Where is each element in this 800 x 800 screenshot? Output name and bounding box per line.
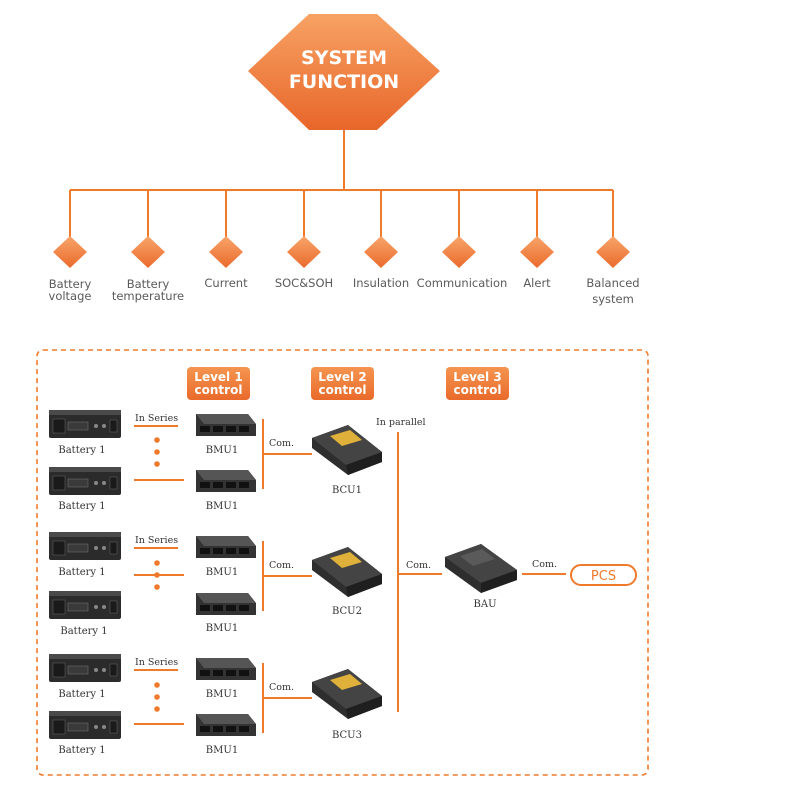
level-1-badge: Level 1 control (187, 367, 250, 400)
continuation-dot (154, 584, 160, 590)
level-3-badge: Level 3 control (446, 367, 509, 400)
function-label-line-2: voltage (49, 289, 92, 303)
level-label-line-2: control (195, 383, 243, 397)
function-node-communication: Communication (417, 236, 508, 290)
bmu-label: BMU1 (206, 689, 238, 700)
bmu-label: BMU1 (206, 501, 238, 512)
continuation-dot (154, 694, 160, 700)
function-label: Battery (49, 277, 92, 291)
bau-label: BAU (474, 599, 497, 610)
bcu-module-icon (312, 669, 382, 719)
bcu-label: BCU2 (332, 606, 362, 617)
battery-module-icon (49, 410, 121, 438)
bcu-module-icon (312, 547, 382, 597)
function-node-soc-soh: SOC&SOH (275, 236, 333, 290)
battery-module-icon (49, 591, 121, 619)
bcu-label: BCU3 (332, 730, 362, 741)
function-label: Balanced (586, 276, 639, 290)
function-node-balanced-system: Balanced system (586, 236, 640, 306)
bau-module: BAU (445, 544, 517, 610)
battery-group-1: Battery 1 In Series BMU1 Battery 1 (49, 410, 382, 512)
bmu-module-icon (196, 658, 256, 680)
continuation-dot (154, 682, 160, 688)
battery-module-icon (49, 654, 121, 682)
bmu-module-icon (196, 536, 256, 558)
bau-module-icon (445, 544, 517, 593)
com-label: Com. (269, 560, 294, 571)
bmu-label: BMU1 (206, 445, 238, 456)
battery-label: Battery 1 (60, 626, 107, 637)
continuation-dot (154, 437, 160, 443)
continuation-dot (154, 706, 160, 712)
pcs-badge (570, 564, 637, 586)
com-label: Com. (269, 682, 294, 693)
battery-module-icon (49, 467, 121, 495)
series-label: In Series (135, 413, 178, 424)
battery-label: Battery 1 (58, 745, 105, 756)
function-label: Alert (523, 276, 551, 290)
continuation-dot (154, 560, 160, 566)
continuation-dot (154, 461, 160, 467)
bcu-label: BCU1 (332, 485, 362, 496)
pcs-node: Com. PCS (522, 559, 637, 586)
bcu-module-icon (312, 425, 382, 475)
series-label: In Series (135, 657, 178, 668)
battery-label: Battery 1 (58, 689, 105, 700)
architecture-frame (36, 349, 649, 776)
continuation-dot (154, 449, 160, 455)
parallel-label: In parallel (376, 417, 426, 428)
level-label-line-2: control (454, 383, 502, 397)
pcs-label: PCS (591, 569, 616, 584)
function-node-battery-temperature: Battery temperature (112, 236, 184, 303)
series-label: In Series (135, 535, 178, 546)
function-label: Insulation (353, 276, 409, 290)
com-label: Com. (269, 438, 294, 449)
level-label: Level 2 (318, 370, 366, 384)
function-label: Communication (417, 276, 508, 290)
function-node-insulation: Insulation (353, 236, 409, 290)
title-line-1: SYSTEM (301, 47, 387, 69)
function-label: SOC&SOH (275, 276, 333, 290)
title-line-2: FUNCTION (289, 71, 399, 93)
com-label: Com. (532, 559, 557, 570)
level-label: Level 3 (453, 370, 501, 384)
bmu-label: BMU1 (206, 567, 238, 578)
function-tree-lines (69, 130, 614, 240)
function-node-alert: Alert (520, 236, 554, 290)
function-node-current: Current (204, 236, 248, 290)
bmu-label: BMU1 (206, 745, 238, 756)
battery-label: Battery 1 (58, 501, 105, 512)
function-label: Battery (127, 277, 170, 291)
com-label: Com. (406, 560, 431, 571)
bmu-module-icon (196, 593, 256, 615)
parallel-bus: In parallel Com. (376, 417, 442, 712)
title-diamond: SYSTEM FUNCTION (248, 14, 440, 130)
battery-label: Battery 1 (58, 445, 105, 456)
battery-module-icon (49, 711, 121, 739)
battery-group-2: Battery 1 In Series BMU1 Battery 1 (49, 532, 382, 637)
function-label: Current (204, 276, 248, 290)
bmu-module-icon (196, 414, 256, 436)
function-label-line-2: system (592, 292, 634, 306)
level-label-line-2: control (319, 383, 367, 397)
battery-group-3: Battery 1 In Series BMU1 Battery 1 (49, 654, 382, 756)
battery-module-icon (49, 532, 121, 560)
level-2-badge: Level 2 control (311, 367, 374, 400)
level-label: Level 1 (194, 370, 242, 384)
function-node-battery-voltage: Battery voltage (49, 236, 92, 303)
bmu-module-icon (196, 470, 256, 492)
battery-label: Battery 1 (58, 567, 105, 578)
bmu-module-icon (196, 714, 256, 736)
bmu-label: BMU1 (206, 623, 238, 634)
function-label-line-2: temperature (112, 289, 184, 303)
